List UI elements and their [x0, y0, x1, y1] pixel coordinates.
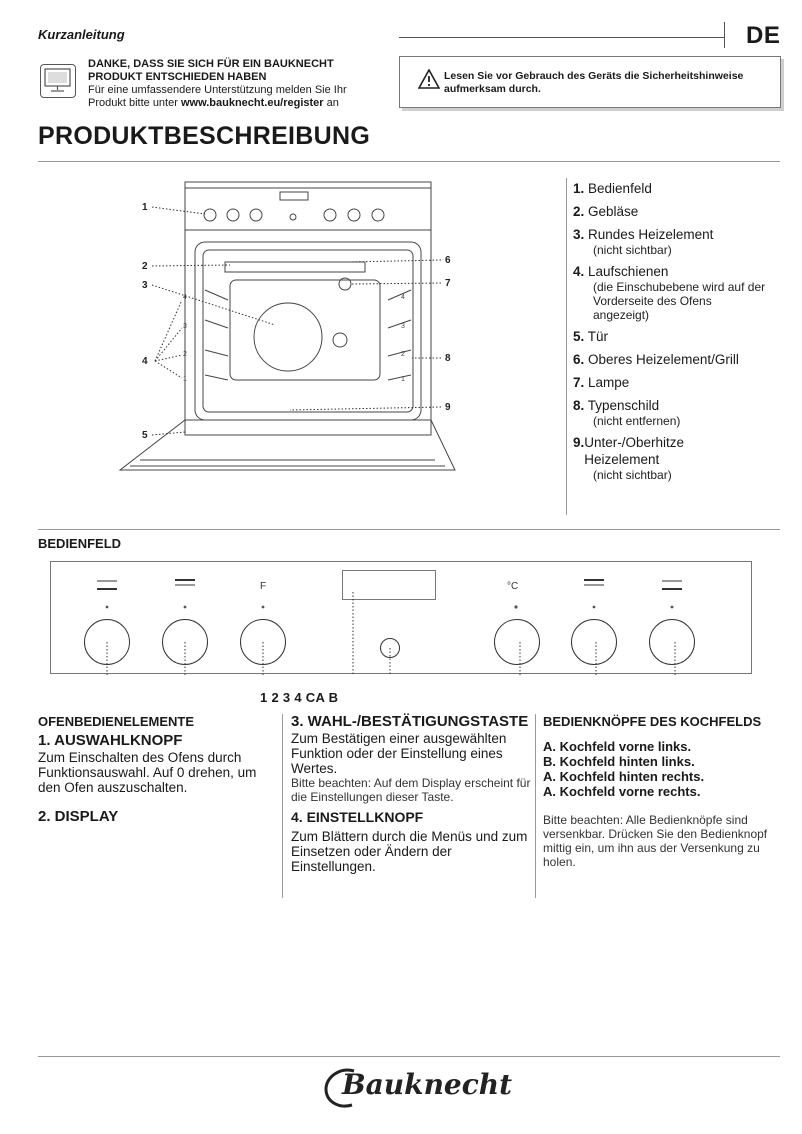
level-right-4: 4 [401, 294, 405, 301]
diagram-label-4: 4 [142, 356, 148, 367]
header-rule [399, 37, 724, 38]
panel-markings: F °C [97, 579, 682, 675]
legend-separator [566, 178, 567, 515]
legend-item: 4. Laufschienen(die Einschubebene wird a… [573, 264, 766, 322]
legend-item: 5. Tür [573, 329, 609, 344]
selection-knob[interactable] [240, 619, 286, 665]
diagram-label-7: 7 [445, 278, 451, 289]
diagram-label-5: 5 [142, 430, 148, 441]
warning-text: Lesen Sie vor Gebrauch des Geräts die Si… [444, 70, 774, 96]
legend-item: 3. Rundes Heizelement(nicht sichtbar) [573, 227, 714, 257]
header-tick [724, 22, 725, 48]
thanks-line-3: Für eine umfassendere Unterstützung meld… [88, 84, 347, 96]
confirm-button-title: 3. WAHL-/BESTÄTIGUNGSTASTE [291, 713, 529, 730]
footer-rule [38, 1056, 780, 1057]
level-left-3: 3 [183, 323, 187, 330]
level-right-2: 2 [401, 351, 405, 358]
page-title: PRODUKTBESCHREIBUNG [38, 122, 371, 150]
monitor-icon [40, 64, 76, 98]
display-title: 2. DISPLAY [38, 808, 119, 825]
level-right-1: 1 [401, 376, 405, 383]
panel-callout-numbers: 1 2 3 4 CA B [260, 690, 339, 705]
level-left-1: 1 [183, 376, 187, 383]
knob-rear-right[interactable] [571, 619, 617, 665]
level-left-4: 4 [183, 294, 187, 301]
adjust-knob-text: Zum Blättern durch die Menüs und zum Ein… [291, 829, 528, 874]
hob-knobs-heading: BEDIENKNÖPFE DES KOCHFELDS [543, 714, 762, 729]
warning-line-1: Lesen Sie vor Gebrauch des Geräts die Si… [444, 70, 744, 82]
diagram-label-9: 9 [445, 402, 451, 413]
oven-diagram: 1 2 3 4 5 6 7 8 9 4 3 2 1 4 3 2 1 [118, 181, 456, 471]
knob-a-front-left[interactable] [84, 619, 130, 665]
knob-b-rear-left[interactable] [162, 619, 208, 665]
legend-item: 7. Lampe [573, 375, 630, 390]
oven-controls-heading: OFENBEDIENELEMENTE [38, 714, 195, 729]
bauknecht-logo-mark [324, 1068, 355, 1108]
hob-line-1: A. Kochfeld vorne links. [543, 739, 692, 754]
language-code: DE [746, 22, 781, 49]
warning-icon [418, 69, 440, 89]
selector-knob-title: 1. AUSWAHLKNOPF [38, 732, 183, 749]
legend-item: 1. Bedienfeld [573, 181, 652, 196]
register-link[interactable]: www.bauknecht.eu/register [180, 97, 324, 109]
column-separator-2 [535, 714, 536, 898]
hob-line-4: A. Kochfeld vorne rechts. [543, 784, 701, 799]
knob-front-right[interactable] [649, 619, 695, 665]
adjust-knob-title: 4. EINSTELLKNOPF [291, 809, 424, 825]
legend-item: 9.Unter-/Oberhitze Heizelement(nicht sic… [573, 435, 685, 482]
column-oven-controls: OFENBEDIENELEMENTE 1. AUSWAHLKNOPF Zum E… [38, 714, 278, 826]
confirm-button[interactable] [380, 638, 400, 658]
temperature-symbol: °C [507, 581, 518, 592]
diagram-label-6: 6 [445, 255, 451, 266]
column-separator-1 [282, 714, 283, 898]
hob-line-3: A. Kochfeld hinten rechts. [543, 769, 705, 784]
thanks-line-4-end: an [323, 97, 339, 109]
title-rule [38, 161, 780, 162]
legend-item: 8. Typenschild(nicht entfernen) [573, 398, 681, 428]
function-symbol: F [260, 581, 266, 592]
diagram-label-3: 3 [142, 280, 148, 291]
control-panel-drawing: F °C [50, 561, 752, 675]
adjust-knob[interactable] [494, 619, 540, 665]
warning-line-2: aufmerksam durch. [444, 83, 541, 95]
selector-knob-text: Zum Einschalten des Ofens durch Funktion… [38, 750, 257, 795]
legend-list: 1. Bedienfeld 2. Gebläse 3. Rundes Heize… [573, 180, 788, 488]
hob-line-2: B. Kochfeld hinten links. [543, 754, 695, 769]
legend-item: 6. Oberes Heizelement/Grill [573, 352, 739, 367]
confirm-button-note: Bitte beachten: Auf dem Display erschein… [291, 776, 531, 804]
confirm-button-text: Zum Bestätigen einer ausgewählten Funkti… [291, 731, 507, 776]
section-rule [38, 529, 780, 530]
diagram-label-2: 2 [142, 261, 148, 272]
thanks-line-2: PRODUKT ENTSCHIEDEN HABEN [88, 71, 267, 83]
column-hob-knobs: BEDIENKNÖPFE DES KOCHFELDS A. Kochfeld v… [543, 714, 783, 869]
control-panel-heading: BEDIENFELD [38, 536, 122, 551]
brand-logo: Bauknecht [342, 1068, 513, 1101]
doc-type: Kurzanleitung [38, 27, 125, 42]
registration-note: DANKE, DASS SIE SICH FÜR EIN BAUKNECHT P… [88, 58, 388, 110]
column-buttons: 3. WAHL-/BESTÄTIGUNGSTASTE Zum Bestätige… [291, 714, 531, 874]
diagram-label-8: 8 [445, 353, 451, 364]
legend-item: 2. Gebläse [573, 204, 639, 219]
display-window [342, 570, 436, 600]
thanks-line-4: Produkt bitte unter [88, 97, 181, 109]
diagram-label-1: 1 [142, 202, 148, 213]
level-left-2: 2 [183, 351, 187, 358]
safety-warning-box: Lesen Sie vor Gebrauch des Geräts die Si… [399, 56, 781, 108]
thanks-line-1: DANKE, DASS SIE SICH FÜR EIN BAUKNECHT [88, 58, 334, 70]
hob-knobs-note: Bitte beachten: Alle Bedienknöpfe sind v… [543, 813, 768, 869]
level-right-3: 3 [401, 323, 405, 330]
